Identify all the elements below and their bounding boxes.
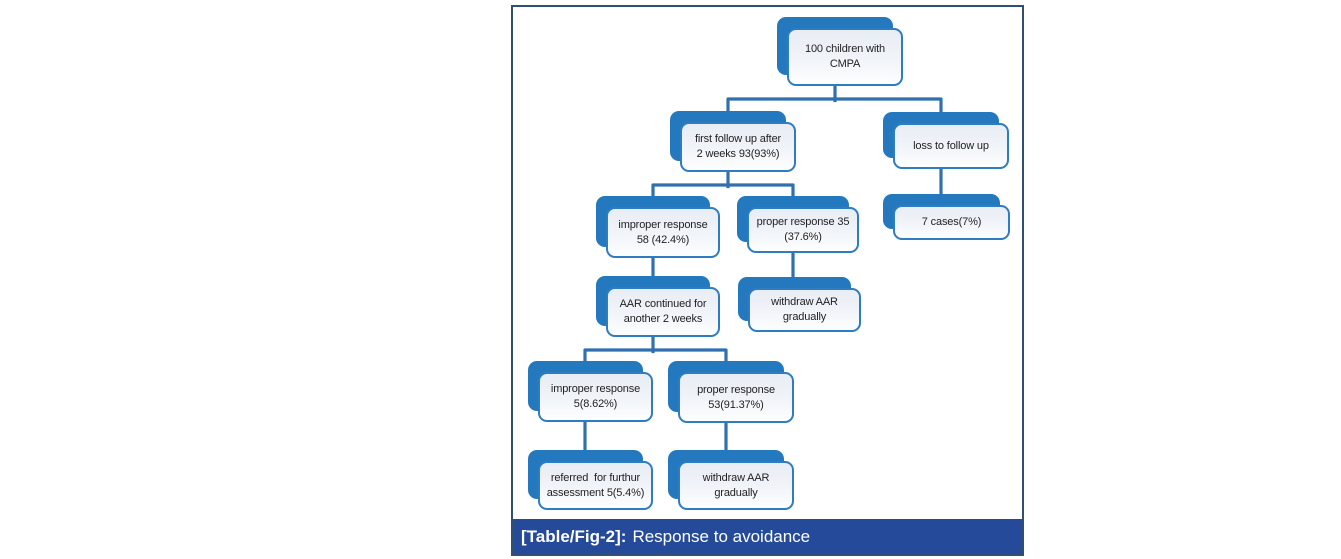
flow-node-proper-response-53: proper response 53(91.37%)	[668, 361, 794, 423]
node-box: 100 children with CMPA	[787, 28, 903, 86]
flow-node-withdraw-aar-lower: withdraw AAR gradually	[668, 450, 794, 510]
flow-node-loss-to-follow-up: loss to follow up	[883, 112, 1009, 169]
flow-node-withdraw-aar-upper: withdraw AAR gradually	[738, 277, 861, 332]
caption-text: Response to avoidance	[632, 527, 811, 546]
node-box: withdraw AAR gradually	[678, 461, 794, 510]
node-box: loss to follow up	[893, 123, 1009, 169]
node-box: first follow up after 2 weeks 93(93%)	[680, 122, 796, 172]
flow-node-root: 100 children with CMPA	[777, 17, 903, 86]
node-label: improper response 5(8.62%)	[550, 383, 641, 410]
figure-caption: [Table/Fig-2]: Response to avoidance	[513, 519, 1022, 554]
node-label: loss to follow up	[913, 139, 989, 152]
node-box: improper response 5(8.62%)	[538, 372, 653, 422]
flow-node-improper-response-5: improper response 5(8.62%)	[528, 361, 653, 422]
flow-node-improper-response-58: improper response 58 (42.4%)	[596, 196, 720, 258]
node-label: withdraw AAR gradually	[702, 471, 770, 499]
flow-node-seven-cases: 7 cases(7%)	[883, 194, 1010, 240]
node-label: improper response 58 (42.4%)	[618, 218, 708, 246]
node-box: referred for furthur assessment 5(5.4%)	[538, 461, 653, 510]
node-box: AAR continued for another 2 weeks	[606, 287, 720, 337]
node-box: 7 cases(7%)	[893, 205, 1010, 240]
flow-node-first-follow-up: first follow up after 2 weeks 93(93%)	[670, 111, 796, 172]
node-label: 100 children with CMPA	[805, 43, 885, 70]
node-box: proper response 53(91.37%)	[678, 372, 794, 423]
node-label: proper response 53(91.37%)	[697, 383, 775, 411]
node-label: 7 cases(7%)	[921, 216, 982, 229]
node-label: referred for furthur assessment 5(5.4%)	[546, 471, 645, 499]
node-label: first follow up after 2 weeks 93(93%)	[694, 133, 782, 160]
node-label: proper response 35 (37.6%)	[756, 216, 850, 243]
flow-node-referred-assessment: referred for furthur assessment 5(5.4%)	[528, 450, 653, 510]
node-box: proper response 35 (37.6%)	[747, 207, 859, 253]
flow-node-aar-continued: AAR continued for another 2 weeks	[596, 276, 720, 337]
flow-node-proper-response-35: proper response 35 (37.6%)	[737, 196, 859, 253]
caption-label: [Table/Fig-2]:	[521, 527, 627, 546]
node-label: withdraw AAR gradually	[771, 296, 838, 323]
node-box: withdraw AAR gradually	[748, 288, 861, 332]
node-label: AAR continued for another 2 weeks	[619, 298, 707, 325]
node-box: improper response 58 (42.4%)	[606, 207, 720, 258]
